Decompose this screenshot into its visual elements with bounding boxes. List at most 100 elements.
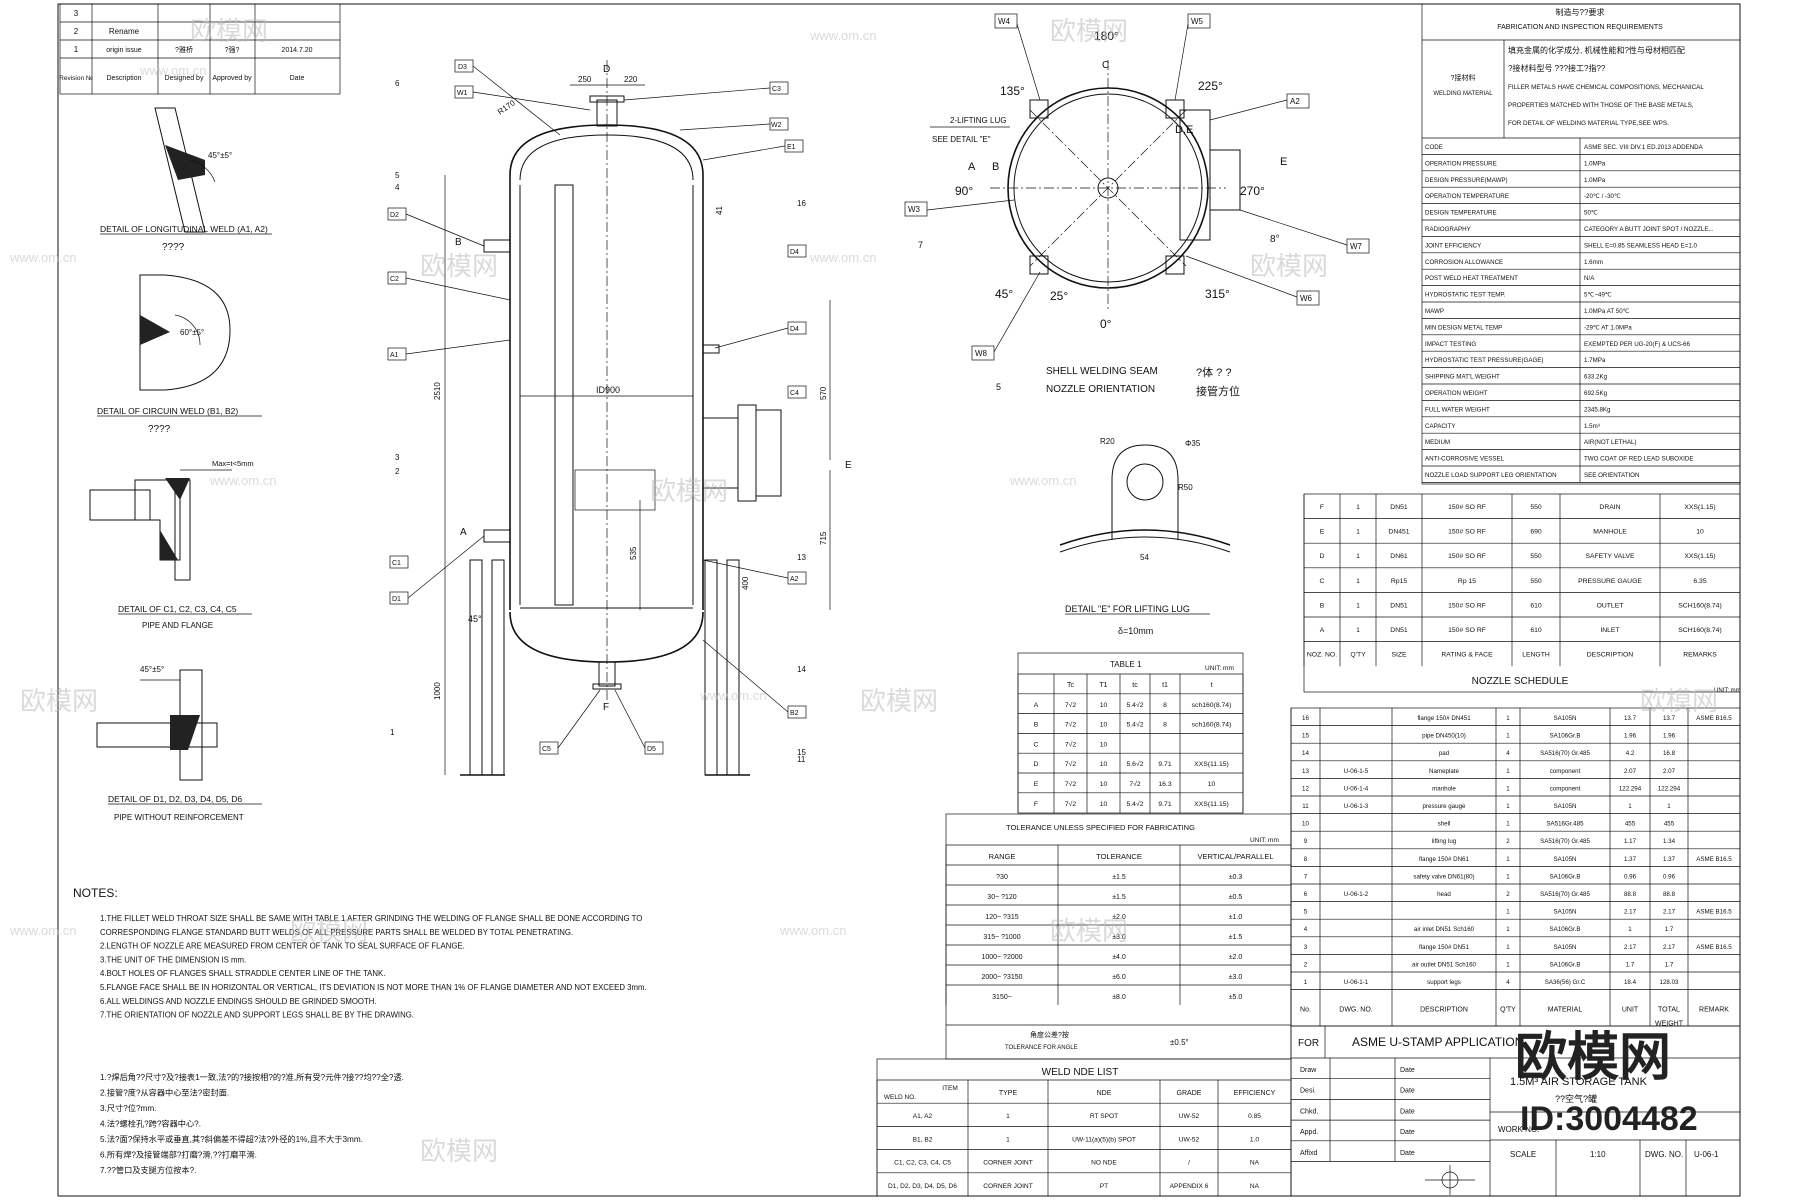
weld-cell: / <box>1188 1160 1190 1167</box>
req-weld-line: FILLER METALS HAVE CHEMICAL COMPOSITIONS… <box>1508 84 1704 91</box>
watermark-url: www.om.cn <box>209 473 276 488</box>
weld-cell: 1.0 <box>1250 1136 1259 1143</box>
tolerance-cell: ±1.5 <box>1112 894 1126 901</box>
bom-cell: SA106Gr.B <box>1550 733 1581 740</box>
table1-title: TABLE 1 <box>1110 660 1142 669</box>
rev-designed-1: ?雅桥 <box>175 45 193 54</box>
item-11: 11 <box>797 755 806 764</box>
nozzle-header: SIZE <box>1391 652 1407 659</box>
nozzle-cell: INLET <box>1600 627 1619 634</box>
nozzle-cell: XXS(1.15) <box>1684 504 1715 511</box>
watermark-url: www.om.cn <box>699 688 766 703</box>
bom-cell: 2.17 <box>1624 909 1637 916</box>
bom-cell: 1 <box>1506 768 1510 775</box>
bom-cell: SA105N <box>1553 944 1576 951</box>
tolerance-angle-cn: 角度公差?按 <box>1030 1030 1069 1039</box>
rev-header-no: Revision № <box>59 75 93 82</box>
title-date-label: Date <box>1400 1150 1415 1157</box>
nozzle-cell: 150# SO RF <box>1448 627 1486 634</box>
item-14: 14 <box>797 665 806 674</box>
tolerance-cell: ±3.0 <box>1112 934 1126 941</box>
nozzle-cell: 1 <box>1356 627 1360 634</box>
tag-d1: D1 <box>392 596 401 603</box>
tag-d5: D5 <box>647 746 656 753</box>
bom-cell: 1 <box>1506 803 1510 810</box>
nozzle-cell: 1 <box>1356 504 1360 511</box>
weld-w5: W5 <box>1191 17 1204 26</box>
lifting-lug-detail: R20 Φ35 R50 54 DETAIL "E" FOR LIFTING LU… <box>1059 437 1231 636</box>
bom-cell: 1.17 <box>1624 838 1637 845</box>
req-value: 1.6mm <box>1584 259 1603 266</box>
bom-cell: U-06-1-5 <box>1344 768 1369 775</box>
watermark-logo: 欧模网 <box>290 916 368 946</box>
note-cn-line: 3.尺寸?位?mm. <box>100 1103 156 1113</box>
bom-cell: 14 <box>1302 750 1309 757</box>
nozzle-cell: 1 <box>1356 529 1360 536</box>
note-en-line: 4.BOLT HOLES OF FLANGES SHALL STRADDLE C… <box>100 969 385 978</box>
detail-longitudinal-weld: 45°±5° DETAIL OF LONGITUDINAL WELD (A1, … <box>100 107 272 253</box>
bom-cell: SA105N <box>1553 856 1576 863</box>
tag-c1: C1 <box>392 560 401 567</box>
nozzle-cell: PRESSURE GAUGE <box>1578 578 1642 585</box>
bom-cell: 1 <box>1506 873 1510 880</box>
dim-h1: 2510 <box>433 382 442 400</box>
nozzle-cell: Rp15 <box>1391 578 1407 585</box>
bom-cell: 8 <box>1304 856 1308 863</box>
bom-cell: 2.07 <box>1624 768 1637 775</box>
item-13: 13 <box>797 553 806 562</box>
bom-cell: SA516(70) Gr.485 <box>1540 891 1590 898</box>
tolerance-cell: ?30 <box>996 874 1008 881</box>
table1-header: tc <box>1132 682 1138 689</box>
bom-cell: 16.8 <box>1663 750 1676 757</box>
bom-cell: SA105N <box>1553 715 1576 722</box>
table1-header: t <box>1211 682 1213 689</box>
bom-cell: 1 <box>1506 944 1510 951</box>
req-label: CORROSION ALLOWANCE <box>1425 259 1503 266</box>
table1-cell: F <box>1034 801 1038 808</box>
watermark-url: www.om.cn <box>809 28 876 43</box>
note-en-line: 6.ALL WELDINGS AND NOZZLE ENDINGS SHOULD… <box>100 997 377 1006</box>
nozzle-header: REMARKS <box>1683 652 1717 659</box>
tolerance-title: TOLERANCE UNLESS SPECIFIED FOR FABRICATI… <box>1006 823 1195 832</box>
title-scale-label: SCALE <box>1510 1150 1536 1159</box>
table1-cell: 10 <box>1100 722 1108 729</box>
bom-cell: 13.7 <box>1663 715 1676 722</box>
tolerance-cell: ±1.5 <box>1229 934 1243 941</box>
rev-text-2: Rename <box>109 27 140 36</box>
weld-cell: A1, A2 <box>913 1113 933 1120</box>
bom-cell: Nameplate <box>1429 768 1459 775</box>
nozzle-cell: DN51 <box>1390 602 1408 609</box>
weld-cell: UW-52 <box>1179 1113 1200 1120</box>
notes-heading: NOTES: <box>73 886 118 900</box>
weld-w4: W4 <box>998 17 1011 26</box>
req-label: MEDIUM <box>1425 439 1450 446</box>
tag-b2: B2 <box>790 710 799 717</box>
nozzle-cell: 150# SO RF <box>1448 529 1486 536</box>
bom-cell: 3 <box>1304 944 1308 951</box>
nozzle-header: RATING & FACE <box>1441 652 1493 659</box>
lug-phi35: Φ35 <box>1185 439 1201 448</box>
note-cn-line: 5.法?面?保持水平或垂直,其?斜偏差不得超?法?外径的1%,且不大于3mm. <box>100 1134 363 1144</box>
weld-cell: NO NDE <box>1091 1160 1117 1167</box>
table1-cell: XXS(11.15) <box>1194 801 1229 808</box>
bom-header: MATERIAL <box>1548 1007 1583 1014</box>
weld-cell: UW-52 <box>1179 1136 1200 1143</box>
bom-cell: 15 <box>1302 733 1309 740</box>
req-value: CATEGORY A BUTT JOINT SPOT / NOZZLE... <box>1584 226 1714 233</box>
watermark-logo: 欧模网 <box>1050 16 1128 46</box>
req-label: POST WELD HEAT TREATMENT <box>1425 275 1518 282</box>
bom-cell: safety valve DN61(80) <box>1413 873 1474 880</box>
bom-cell: 2.17 <box>1663 944 1676 951</box>
tag-w1: W1 <box>457 90 468 97</box>
notes-block: NOTES: 1.THE FILLET WELD THROAT SIZE SHA… <box>73 886 647 1175</box>
bom-cell: SA106Gr.B <box>1550 873 1581 880</box>
req-value: TWO COAT OF RED LEAD SUBOXIDE <box>1584 456 1693 463</box>
bom-cell: 9 <box>1304 838 1308 845</box>
req-value: EXEMPTED PER UG-20(F) & UCS-66 <box>1584 341 1690 348</box>
bom-cell: SA105N <box>1553 803 1576 810</box>
bom-cell: 2 <box>1304 961 1308 968</box>
pipe-detail-angle: 45°±5° <box>140 665 164 674</box>
watermark-logo: 欧模网 <box>1640 686 1718 716</box>
nozzle-cell: DN51 <box>1390 504 1408 511</box>
table1-cell: 7√2 <box>1065 780 1077 788</box>
